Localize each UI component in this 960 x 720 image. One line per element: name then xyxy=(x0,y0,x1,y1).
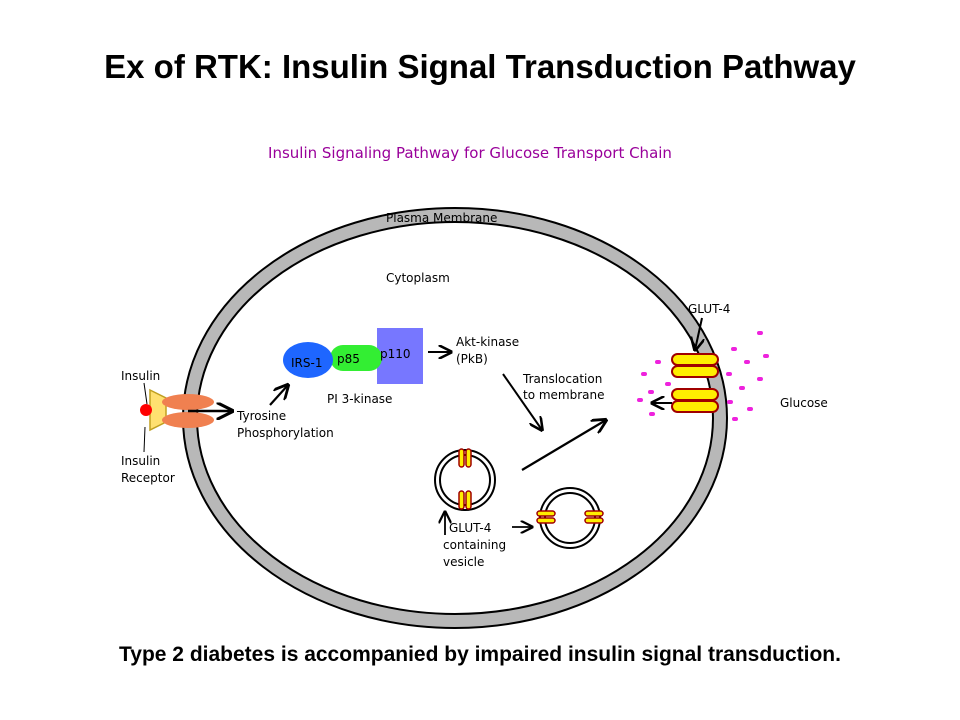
glut-channel xyxy=(671,400,719,413)
glut4-vesicle-label-2: containing xyxy=(443,538,506,552)
glucose-dot xyxy=(732,417,738,421)
irs1-block xyxy=(283,342,333,378)
p85-label: p85 xyxy=(337,352,360,366)
glucose-dot xyxy=(641,372,647,376)
insulin-molecule xyxy=(140,404,152,416)
tyrosine-to-irs1-arrow xyxy=(269,385,288,406)
glut4-membrane-transporter xyxy=(671,353,719,413)
plasma-membrane-label: Plasma Membrane xyxy=(386,211,497,225)
insulin-receptor-label-1: Insulin xyxy=(121,454,160,468)
glut-channel xyxy=(536,510,556,517)
p110-label: p110 xyxy=(380,347,411,361)
glucose-molecules xyxy=(637,331,769,421)
vesicle-to-membrane-arrow xyxy=(521,420,606,471)
glut-channel xyxy=(584,517,604,524)
insulin-label: Insulin xyxy=(121,369,160,383)
glucose-dot xyxy=(739,386,745,390)
translocation-label-1: Translocation xyxy=(522,372,602,386)
diagram-title: Insulin Signaling Pathway for Glucose Tr… xyxy=(268,144,672,162)
glucose-dot xyxy=(726,372,732,376)
akt-label-2: (PkB) xyxy=(456,352,488,366)
translocation-label-2: to membrane xyxy=(523,388,605,402)
p85-block xyxy=(330,345,382,371)
receptor-upper-lobe xyxy=(162,394,214,410)
glucose-label: Glucose xyxy=(780,396,828,410)
glut4-vesicle xyxy=(434,448,496,511)
glut4-vesicle-label-1: GLUT-4 xyxy=(449,521,491,535)
glucose-dot xyxy=(744,360,750,364)
glucose-dot xyxy=(665,382,671,386)
glucose-dot xyxy=(649,412,655,416)
akt-label-1: Akt-kinase xyxy=(456,335,519,349)
glut-channel xyxy=(465,490,472,510)
p110-block xyxy=(377,328,423,384)
glucose-dot xyxy=(648,390,654,394)
glucose-dot xyxy=(731,347,737,351)
insulin-receptor-label-2: Receptor xyxy=(121,471,175,485)
glut-channel xyxy=(536,517,556,524)
pi3k-label: PI 3-kinase xyxy=(327,392,392,406)
tyrosine-label-1: Tyrosine xyxy=(236,409,286,423)
glut4-vesicle-label-3: vesicle xyxy=(443,555,484,569)
receptor-membrane-part xyxy=(149,388,167,432)
insulin-receptor xyxy=(140,388,214,432)
glut4-vesicle xyxy=(536,487,604,549)
glut-channel xyxy=(671,388,719,401)
pi3-kinase-complex xyxy=(283,328,423,384)
cytoplasm-label: Cytoplasm xyxy=(386,271,450,285)
glucose-dot xyxy=(637,398,643,402)
glucose-dot xyxy=(747,407,753,411)
insulin-pointer xyxy=(143,382,148,405)
vesicle-outer xyxy=(434,449,496,511)
glut-channel xyxy=(458,490,465,510)
glut-channel xyxy=(465,448,472,468)
glucose-dot xyxy=(757,331,763,335)
glut-channel xyxy=(671,365,719,378)
glucose-dot xyxy=(727,400,733,404)
glucose-dot xyxy=(757,377,763,381)
receptor-pointer xyxy=(143,426,146,453)
irs1-label: IRS-1 xyxy=(291,356,322,370)
glut-channel xyxy=(584,510,604,517)
glut-channel xyxy=(671,353,719,366)
glucose-dot xyxy=(763,354,769,358)
akt-to-translocation-arrow xyxy=(502,373,542,430)
glut-channel xyxy=(458,448,465,468)
slide-title: Ex of RTK: Insulin Signal Transduction P… xyxy=(104,48,856,85)
vesicle-inner xyxy=(439,454,491,506)
tyrosine-label-2: Phosphorylation xyxy=(237,426,334,440)
slide-caption: Type 2 diabetes is accompanied by impair… xyxy=(119,643,841,666)
glucose-dot xyxy=(655,360,661,364)
glut4-membrane-label: GLUT-4 xyxy=(688,302,730,316)
glut4-label-pointer xyxy=(695,317,702,350)
receptor-lower-lobe xyxy=(162,412,214,428)
